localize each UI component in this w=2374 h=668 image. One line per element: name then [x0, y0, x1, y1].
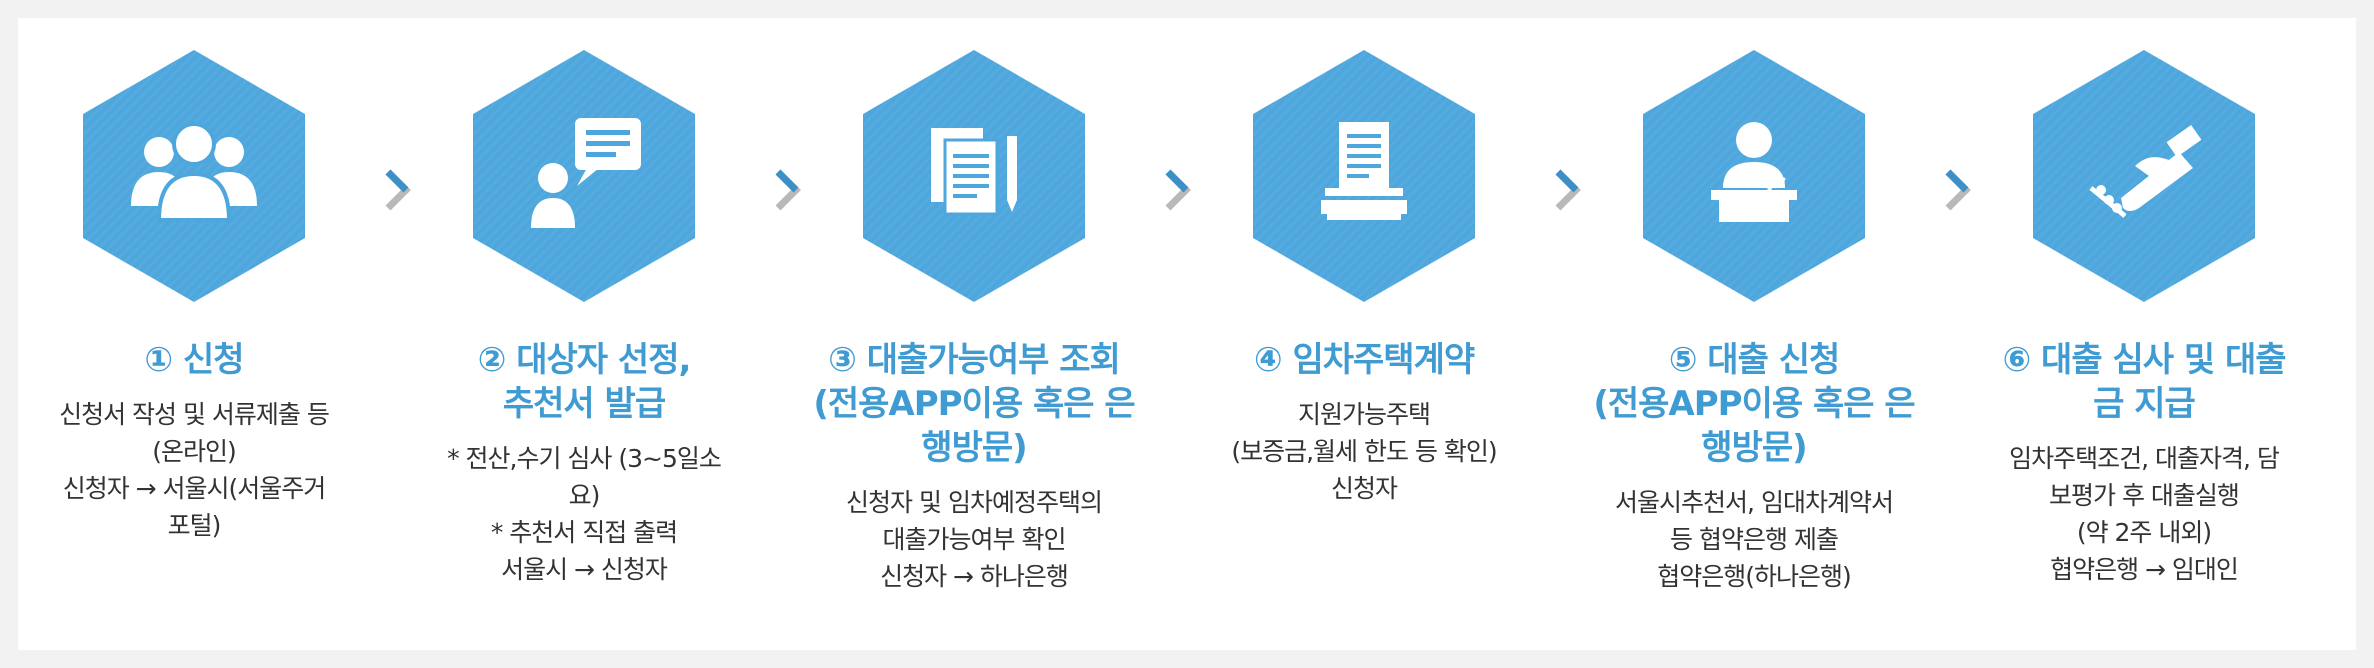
- people-group-icon: [131, 122, 257, 222]
- step-5: ⑤ 대출 신청 (전용APP이용 혹은 은 행방문) 서울시추천서, 임대차계약…: [1574, 48, 1934, 595]
- step-3-title: ③ 대출가능여부 조회 (전용APP이용 혹은 은 행방문): [813, 340, 1135, 468]
- step-4: ④ 임차주택계약 지원가능주택 (보증금,월세 한도 등 확인) 신청자: [1184, 48, 1544, 507]
- step-1-hexagon: [83, 50, 305, 302]
- step-5-hexagon: [1643, 50, 1865, 302]
- step-6-title: ⑥ 대출 심사 및 대출 금 지급: [2002, 340, 2286, 424]
- step-6-hexagon: [2033, 50, 2255, 302]
- step-2-hexagon: [473, 50, 695, 302]
- step-4-hexagon: [1253, 50, 1475, 302]
- chevron-right-icon: [385, 169, 411, 211]
- step-3-description: 신청자 및 임차예정주택의 대출가능여부 확인 신청자 → 하나은행: [846, 488, 1103, 591]
- step-2: ② 대상자 선정, 추천서 발급 * 전산,수기 심사 (3~5일소 요) * …: [404, 48, 764, 588]
- step-5-title: ⑤ 대출 신청 (전용APP이용 혹은 은 행방문): [1593, 340, 1915, 468]
- documents-pencil-icon: [931, 128, 1017, 216]
- step-1: ① 신청 신청서 작성 및 서류제출 등 (온라인) 신청자 → 서울시(서울주…: [14, 48, 374, 544]
- step-4-description: 지원가능주택 (보증금,월세 한도 등 확인) 신청자: [1231, 400, 1497, 503]
- step-3-hexagon: [863, 50, 1085, 302]
- step-6-description: 임차주택조건, 대출자격, 담 보평가 후 대출실행 (약 2주 내외) 협약은…: [2009, 444, 2280, 584]
- chevron-right-icon: [775, 169, 801, 211]
- step-2-title: ② 대상자 선정, 추천서 발급: [477, 340, 692, 424]
- step-5-description: 서울시추천서, 임대차계약서 등 협약은행 제출 협약은행(하나은행): [1615, 488, 1894, 591]
- person-speech-bubble-icon: [531, 118, 641, 228]
- step-6: ⑥ 대출 심사 및 대출 금 지급 임차주택조건, 대출자격, 담 보평가 후 …: [1964, 48, 2324, 588]
- person-at-podium-icon: [1711, 122, 1797, 222]
- step-4-title: ④ 임차주택계약: [1253, 340, 1475, 380]
- chevron-right-icon: [1555, 169, 1581, 211]
- step-3: ③ 대출가능여부 조회 (전용APP이용 혹은 은 행방문) 신청자 및 임차예…: [794, 48, 1154, 595]
- step-1-title: ① 신청: [144, 340, 244, 380]
- chevron-right-icon: [1165, 169, 1191, 211]
- process-panel: ① 신청 신청서 작성 및 서류제출 등 (온라인) 신청자 → 서울시(서울주…: [18, 18, 2356, 650]
- chevron-right-icon: [1945, 169, 1971, 211]
- step-2-description: * 전산,수기 심사 (3~5일소 요) * 추천서 직접 출력 서울시 → 신…: [447, 444, 722, 584]
- step-1-description: 신청서 작성 및 서류제출 등 (온라인) 신청자 → 서울시(서울주거 포털): [59, 400, 330, 540]
- handshake-icon: [2089, 125, 2202, 218]
- document-printer-icon: [1321, 122, 1407, 220]
